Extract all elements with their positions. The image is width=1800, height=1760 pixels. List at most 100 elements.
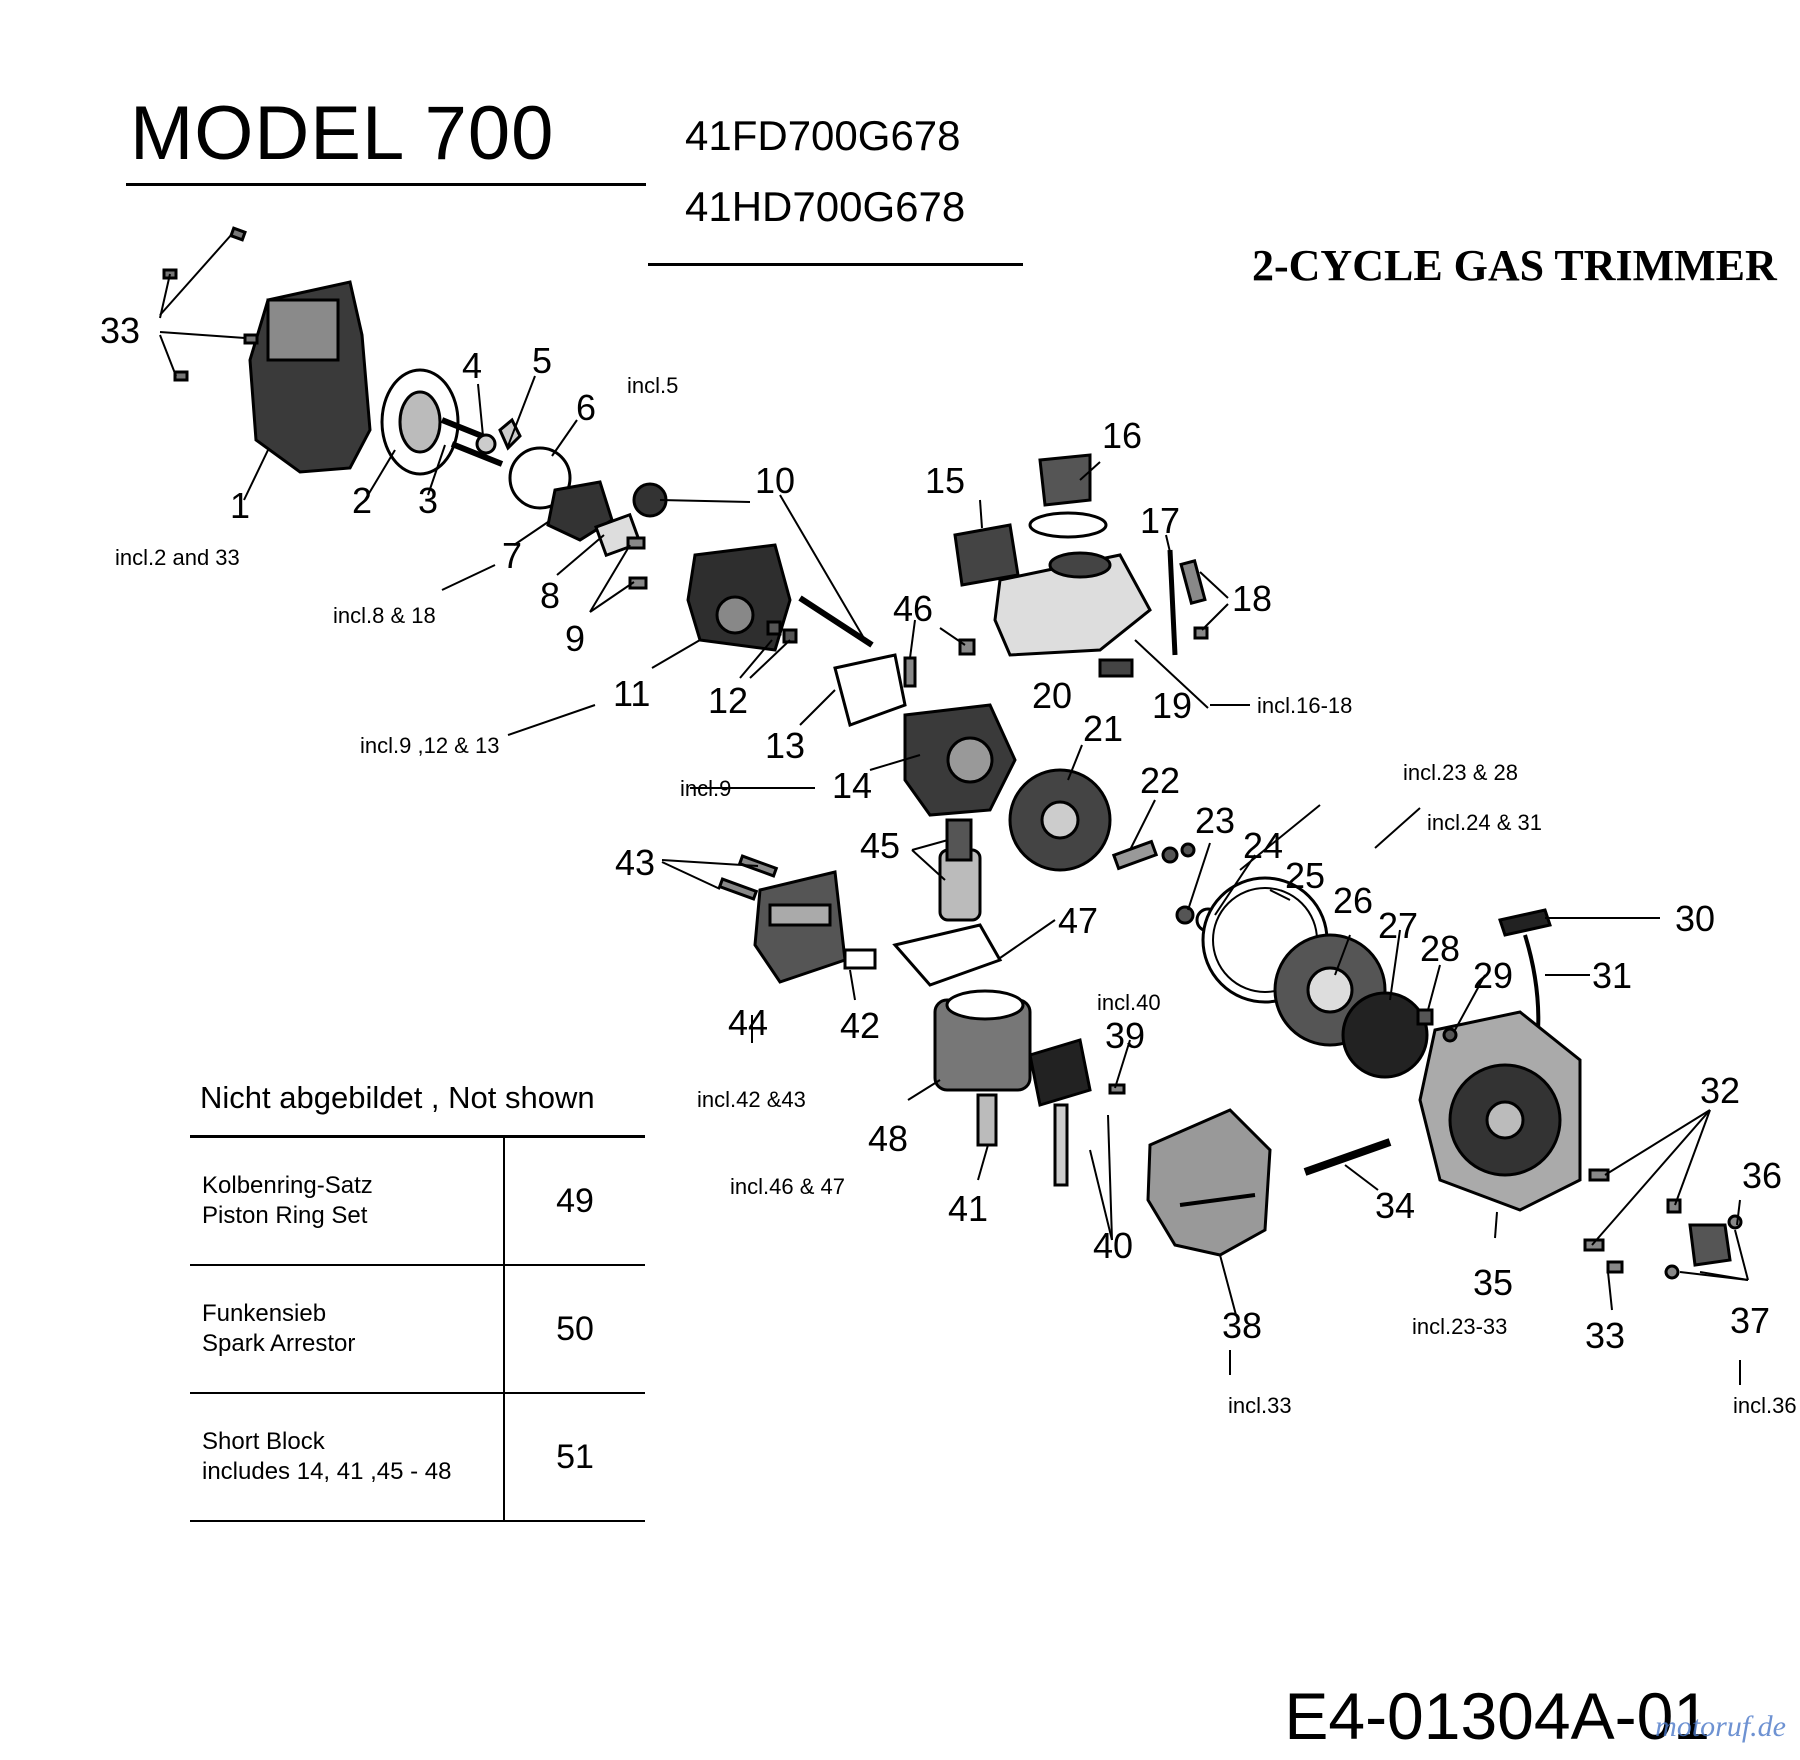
not-shown-title: Nicht abgebildet , Not shown: [200, 1080, 595, 1115]
part-20-grommet: [1098, 658, 1134, 678]
part-name-de: Short Block: [202, 1428, 325, 1455]
callout-12: 12: [708, 680, 749, 721]
callout-6: 6: [576, 387, 597, 428]
part-27-recoil-spring: [1341, 991, 1429, 1079]
callout-27: 27: [1378, 905, 1419, 946]
model-number-underline: [648, 263, 1023, 266]
note-incl-19: incl.16-18: [1257, 693, 1353, 718]
part-30-starter-handle: [1498, 908, 1552, 937]
callout-43: 43: [615, 842, 656, 883]
note-incl-14: incl.9: [680, 776, 732, 801]
callout-9: 9: [565, 618, 586, 659]
table-cell-description: Short Block includes 14, 41 ,45 - 48: [190, 1393, 505, 1522]
part-45-piston: [938, 818, 982, 922]
part-10-rod: [798, 595, 874, 648]
part-32-33-screws-right: [1583, 1168, 1682, 1274]
table-row: Funkensieb Spark Arrestor 50: [190, 1265, 645, 1394]
callout-39: 39: [1105, 1015, 1146, 1056]
part-12-clips: [766, 620, 798, 644]
callout-28: 28: [1420, 928, 1461, 969]
callout-33-right: 33: [1585, 1315, 1626, 1356]
callout-29: 29: [1473, 955, 1514, 996]
part-1-engine-housing: [248, 280, 372, 474]
note-incl-7: incl.8 & 18: [333, 603, 436, 628]
diagram-subtitle: 2-CYCLE GAS TRIMMER: [1252, 241, 1777, 290]
part-16-fuel-cap: [1028, 453, 1108, 539]
part-28-nut: [1416, 1008, 1434, 1026]
callout-47: 47: [1058, 900, 1099, 941]
title-underline: [126, 183, 646, 186]
part-47-gasket: [892, 923, 1003, 987]
callout-14: 14: [832, 765, 873, 806]
part-41-spark-plug: [976, 1093, 998, 1147]
callout-45: 45: [860, 825, 901, 866]
callout-11: 11: [613, 673, 651, 714]
part-21-flywheel: [1008, 768, 1112, 872]
callout-26: 26: [1333, 880, 1374, 921]
part-14-crankcase: [903, 703, 1017, 817]
callout-37: 37: [1730, 1300, 1771, 1341]
table-cell-number: 50: [504, 1265, 645, 1394]
note-incl-35: incl.23-33: [1412, 1314, 1508, 1339]
part-34-lead: [1303, 1138, 1392, 1176]
part-17-pipe: [1167, 549, 1178, 656]
callout-36: 36: [1742, 1155, 1783, 1196]
leader-lines: [159, 233, 1749, 1385]
callout-30: 30: [1675, 898, 1716, 939]
note-incl-37: incl.36: [1733, 1393, 1797, 1418]
part-11-air-filter-housing: [686, 543, 792, 652]
watermark-logo: motoruf.de: [1655, 1710, 1786, 1743]
part-48-cylinder: [933, 989, 1032, 1092]
part-13-gasket: [833, 653, 907, 727]
callout-48: 48: [868, 1118, 909, 1159]
callout-17: 17: [1140, 500, 1181, 541]
callout-2: 2: [352, 480, 373, 521]
callout-41: 41: [948, 1188, 989, 1229]
callout-40: 40: [1093, 1225, 1134, 1266]
note-incl-39: incl.40: [1097, 990, 1161, 1015]
not-shown-table: Kolbenring-Satz Piston Ring Set 49 Funke…: [190, 1135, 645, 1522]
callout-46: 46: [893, 588, 934, 629]
note-incl-25: incl.23 & 28: [1403, 760, 1518, 785]
callout-5: 5: [532, 340, 553, 381]
part-35-starter-housing: [1418, 1010, 1582, 1212]
part-name-de: Funkensieb: [202, 1300, 327, 1327]
part-44-muffler: [753, 870, 847, 984]
callout-10: 10: [755, 460, 796, 501]
note-incl-26: incl.24 & 31: [1427, 810, 1542, 835]
callout-19: 19: [1152, 685, 1193, 726]
callout-22: 22: [1140, 760, 1181, 801]
part-18-fittings: [1179, 559, 1209, 640]
callout-3: 3: [418, 480, 439, 521]
part-42-gasket: [843, 948, 877, 970]
callout-32: 32: [1700, 1070, 1741, 1111]
model-number-2: 41HD700G678: [685, 183, 966, 230]
part-2-ring: [380, 368, 460, 476]
part-name-en: Spark Arrestor: [202, 1330, 356, 1357]
callout-21: 21: [1083, 708, 1124, 749]
part-19-fuel-tank: [993, 551, 1152, 657]
note-incl-5: incl.5: [627, 373, 679, 398]
part-name-de: Kolbenring-Satz: [202, 1172, 373, 1199]
note-incl-11: incl.9 ,12 & 13: [360, 733, 500, 758]
callout-23: 23: [1195, 800, 1236, 841]
table-cell-number: 49: [504, 1135, 645, 1266]
callout-8: 8: [540, 575, 561, 616]
part-9-screws: [626, 536, 648, 590]
table-cell-number: 51: [504, 1393, 645, 1522]
callout-38: 38: [1222, 1305, 1263, 1346]
callout-1: 1: [230, 485, 251, 526]
model-number-1: 41FD700G678: [685, 112, 961, 159]
callout-15: 15: [925, 460, 966, 501]
note-incl-44: incl.42 &43: [697, 1087, 806, 1112]
part-22-bolt: [1111, 839, 1159, 871]
table-cell-description: Kolbenring-Satz Piston Ring Set: [190, 1135, 505, 1266]
callout-20: 20: [1032, 675, 1073, 716]
part-name-en: Piston Ring Set: [202, 1202, 368, 1229]
note-incl-48: incl.46 & 47: [730, 1174, 845, 1199]
callout-33-top: 33: [100, 310, 141, 351]
model-title: MODEL 700: [130, 91, 555, 176]
callout-4: 4: [462, 345, 483, 386]
part-39-ignition-module: [1028, 1038, 1126, 1187]
